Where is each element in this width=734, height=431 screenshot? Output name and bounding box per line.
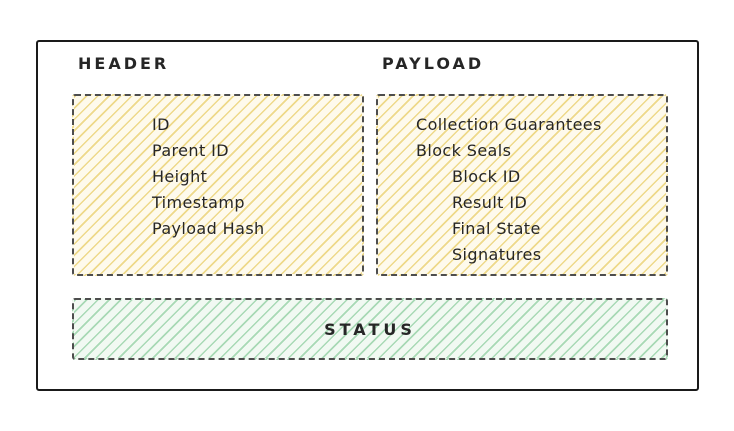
header-field-height: Height	[152, 167, 208, 186]
payload-field-collection-guarantees: Collection Guarantees	[416, 115, 602, 134]
header-field-payload-hash: Payload Hash	[152, 219, 265, 238]
block-outer-frame: HEADER PAYLOAD ID Parent ID Height Times…	[36, 40, 699, 391]
header-field-timestamp: Timestamp	[152, 193, 245, 212]
payload-section-label: PAYLOAD	[382, 54, 485, 73]
payload-field-signatures: Signatures	[452, 245, 542, 264]
header-field-id: ID	[152, 115, 170, 134]
payload-field-block-seals: Block Seals	[416, 141, 512, 160]
status-box: STATUS	[72, 298, 668, 360]
payload-field-result-id: Result ID	[452, 193, 528, 212]
status-label: STATUS	[324, 319, 416, 339]
header-fields-box: ID Parent ID Height Timestamp Payload Ha…	[72, 94, 364, 276]
payload-fields-box: Collection Guarantees Block Seals Block …	[376, 94, 668, 276]
payload-field-final-state: Final State	[452, 219, 541, 238]
header-section-label: HEADER	[78, 54, 170, 73]
payload-field-block-id: Block ID	[452, 167, 521, 186]
header-field-parent-id: Parent ID	[152, 141, 229, 160]
